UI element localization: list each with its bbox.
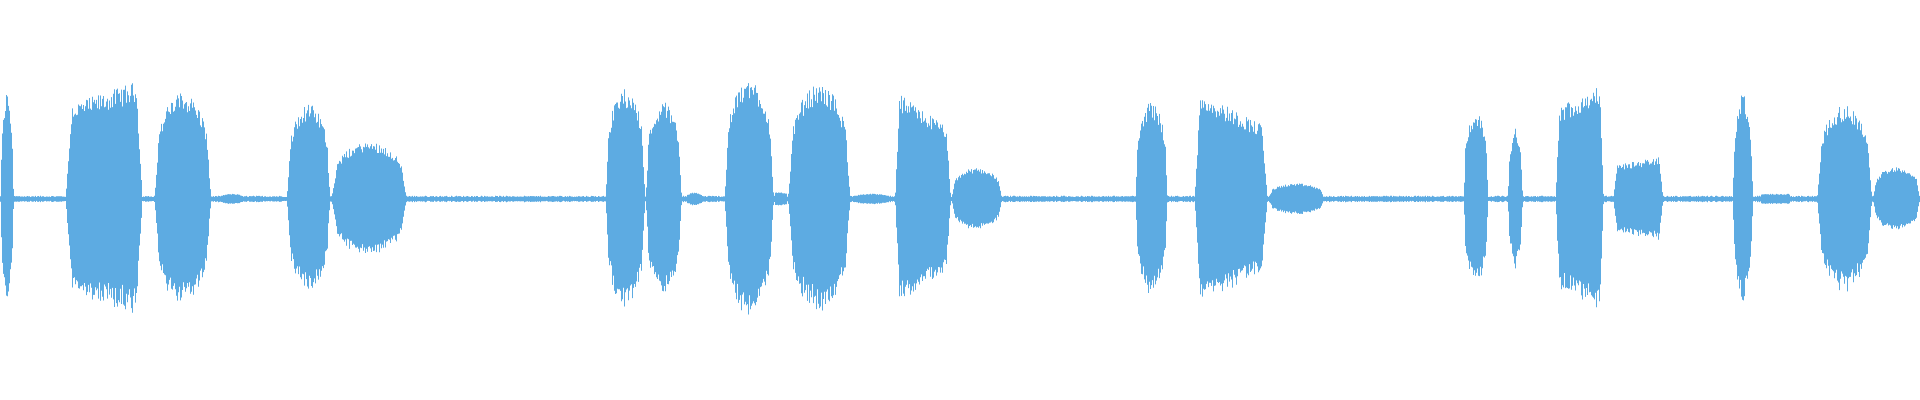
audio-waveform[interactable] xyxy=(0,0,1920,400)
waveform-canvas[interactable] xyxy=(0,0,1920,400)
